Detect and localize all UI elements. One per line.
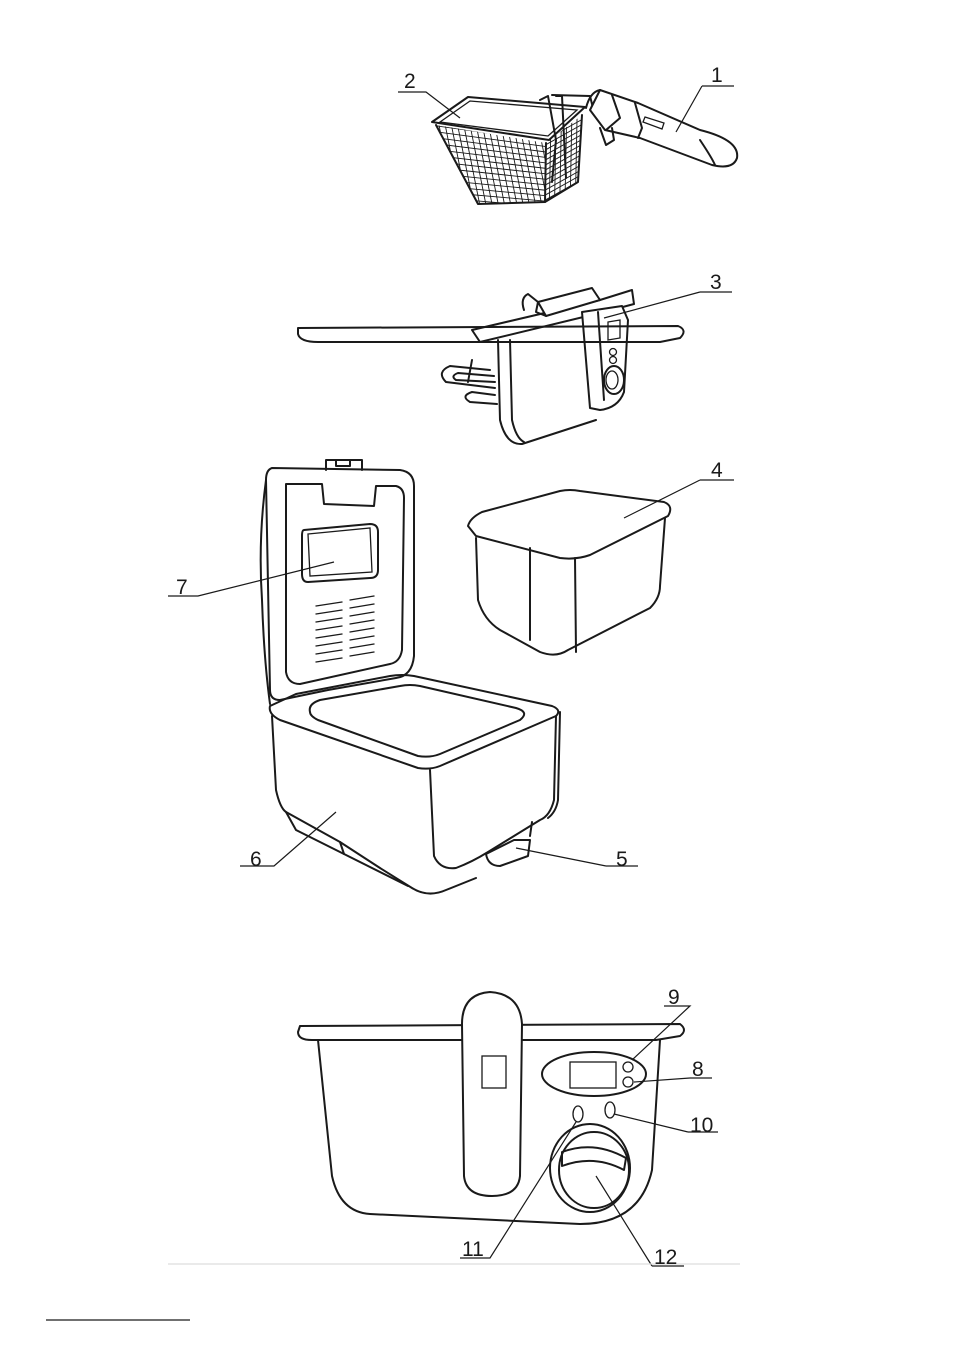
callout-leaders xyxy=(46,86,740,1320)
callout-8: 8 xyxy=(692,1058,704,1081)
callout-4: 4 xyxy=(711,459,723,482)
callout-11: 11 xyxy=(462,1238,484,1261)
callout-12: 12 xyxy=(654,1246,677,1269)
heating-element-control-unit-icon xyxy=(442,288,634,444)
callout-3: 3 xyxy=(710,271,722,294)
callout-6: 6 xyxy=(250,848,262,871)
basket-handle-icon xyxy=(586,90,737,166)
callout-5: 5 xyxy=(616,848,628,871)
callout-1: 1 xyxy=(711,64,723,87)
callout-labels: 1 2 3 4 5 6 7 8 9 10 11 12 xyxy=(176,64,723,1269)
fryer-housing-icon xyxy=(261,460,560,894)
oil-container-icon xyxy=(468,490,670,655)
callout-9: 9 xyxy=(668,986,680,1009)
callout-7: 7 xyxy=(176,576,188,599)
callout-2: 2 xyxy=(404,70,416,93)
lid-vent-slots xyxy=(316,596,374,662)
callout-10: 10 xyxy=(690,1114,713,1137)
